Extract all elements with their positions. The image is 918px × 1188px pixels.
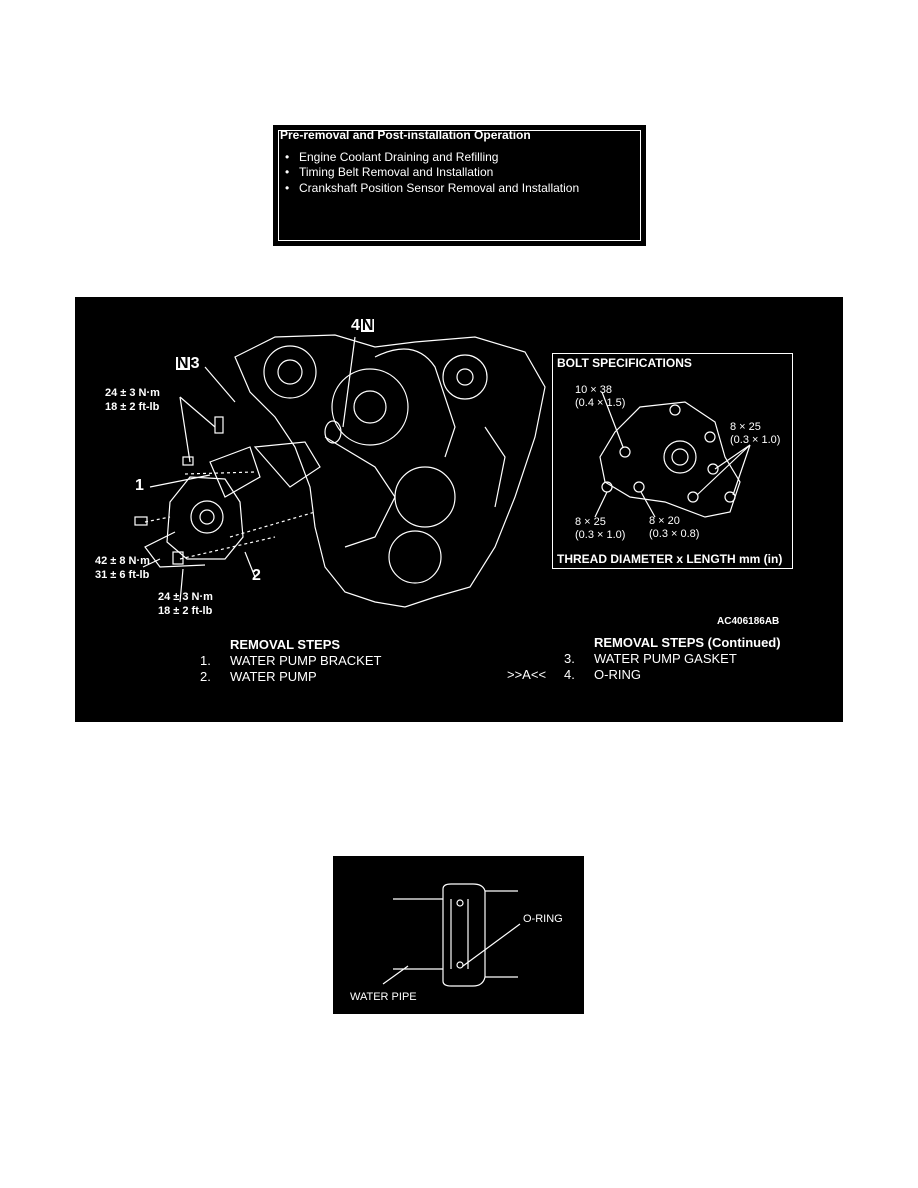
callout-2: 2: [252, 567, 261, 584]
bolt-specifications-title: BOLT SPECIFICATIONS: [557, 356, 692, 370]
pre-removal-box: Pre-removal and Post-installation Operat…: [273, 125, 646, 246]
torque-label-3-nm: 24 ± 3 N·m: [158, 591, 213, 603]
removal-step-4-mark: >>A<<: [507, 667, 547, 682]
bolt-spec-1: 10 × 38(0.4 × 1.5): [575, 384, 626, 409]
removal-steps-continued-heading: REMOVAL STEPS (Continued): [594, 635, 781, 650]
o-ring-figure: O-RING WATER PIPE: [333, 856, 584, 1014]
bolt-spec-4: 8 × 20(0.3 × 0.8): [649, 515, 700, 540]
o-ring-label: O-RING: [523, 913, 563, 925]
torque-label-1-nm: 24 ± 3 N·m: [105, 387, 160, 399]
image-code: AC406186AB: [717, 616, 780, 627]
bolt-spec-2: 8 × 25(0.3 × 1.0): [730, 421, 781, 446]
removal-step-2-num: 2.: [200, 669, 211, 684]
pre-removal-title: Pre-removal and Post-installation Operat…: [280, 128, 531, 142]
water-pipe-label: WATER PIPE: [350, 991, 417, 1003]
torque-label-3-ftlb: 18 ± 2 ft-lb: [158, 605, 213, 617]
removal-step-3-num: 3.: [564, 651, 575, 666]
removal-step-1-num: 1.: [200, 653, 211, 668]
engine-illustration: [134, 334, 751, 608]
bolt-spec-3: 8 × 25(0.3 × 1.0): [575, 516, 626, 541]
removal-step-3: WATER PUMP GASKET: [594, 651, 737, 666]
o-ring-illustration: [382, 883, 521, 987]
bolt-specifications-footer: THREAD DIAMETER x LENGTH mm (in): [557, 552, 783, 566]
pre-removal-item: •Crankshaft Position Sensor Removal and …: [285, 181, 580, 195]
callout-1: 1: [135, 477, 144, 494]
removal-steps-heading: REMOVAL STEPS: [230, 637, 341, 652]
removal-step-4: O-RING: [594, 667, 641, 682]
bolt-specifications-box: BOLT SPECIFICATIONS THREAD DIAMETER x LE…: [552, 353, 793, 569]
removal-step-4-num: 4.: [564, 667, 575, 682]
torque-label-2-ftlb: 31 ± 6 ft-lb: [95, 569, 150, 581]
torque-label-2-nm: 42 ± 8 N·m: [95, 555, 150, 567]
pre-removal-item: •Engine Coolant Draining and Refilling: [285, 150, 499, 164]
removal-step-2: WATER PUMP: [230, 669, 317, 684]
torque-label-1-ftlb: 18 ± 2 ft-lb: [105, 401, 160, 413]
pre-removal-item: •Timing Belt Removal and Installation: [285, 165, 494, 179]
pre-removal-frame: [278, 130, 641, 241]
removal-step-1: WATER PUMP BRACKET: [230, 653, 382, 668]
